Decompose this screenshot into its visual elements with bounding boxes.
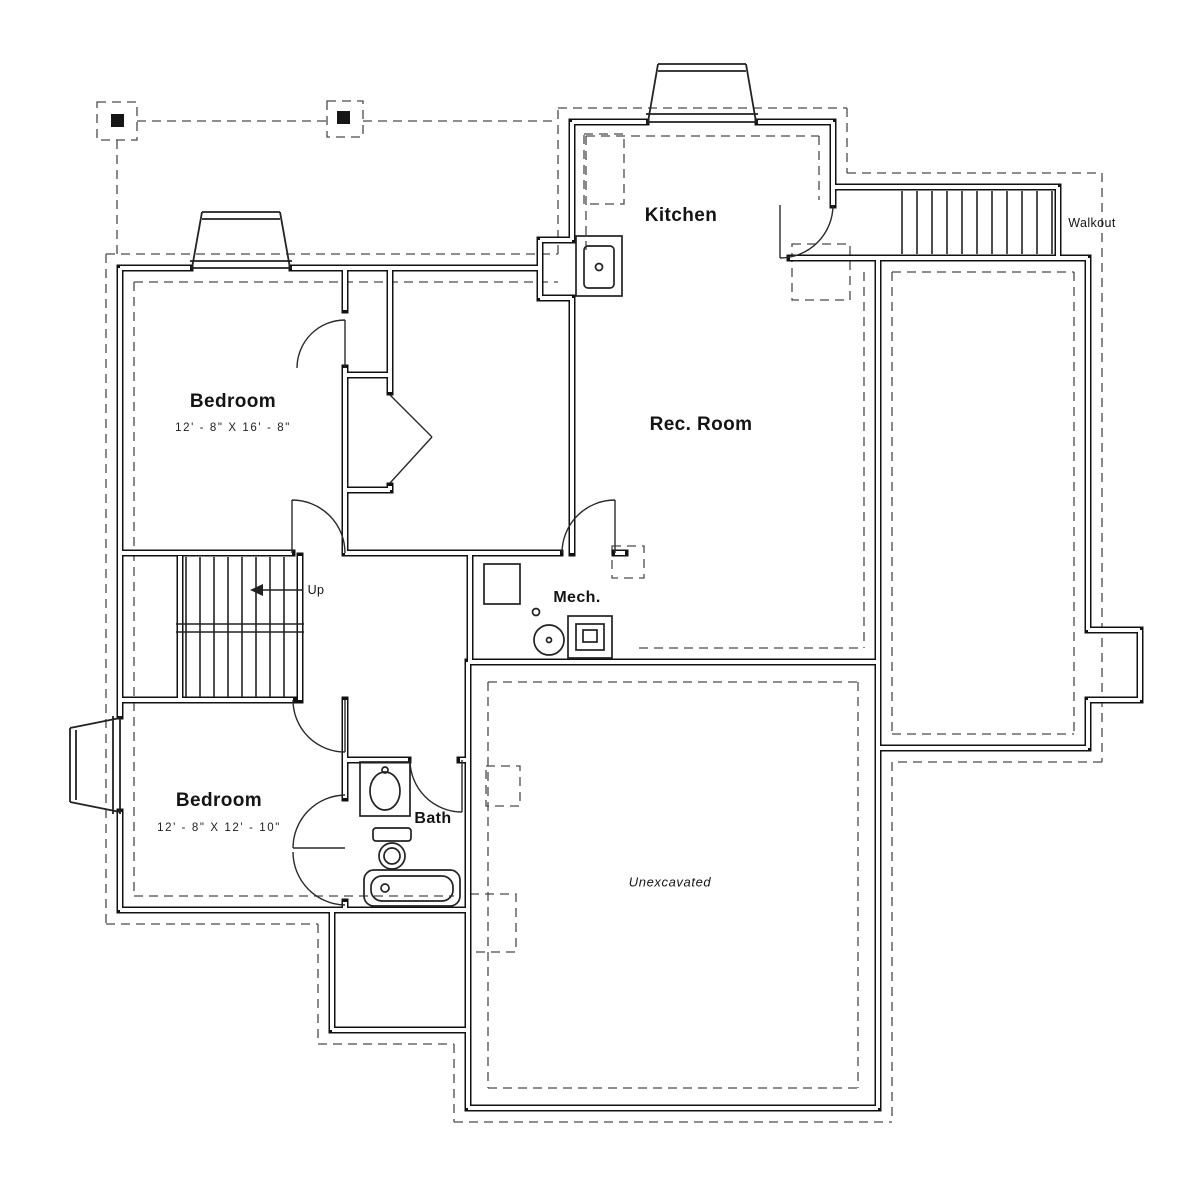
bedroom2-dimensions: 12' - 8" X 12' - 10" [157, 822, 281, 834]
deck-posts [111, 111, 350, 127]
bedroom1-dimensions: 12' - 8" X 16' - 8" [175, 422, 291, 434]
deck-post [111, 114, 124, 127]
stairs-up-label: Up [307, 583, 325, 597]
kitchen-walkout-door [779, 204, 834, 259]
bedroom1-entry-door [296, 319, 346, 369]
bedroom2-closet-door [292, 794, 346, 906]
bath-label: Bath [414, 810, 452, 827]
furnace [567, 615, 613, 659]
stair-treads [185, 557, 285, 697]
floor-drain [531, 607, 541, 617]
stair-treads [901, 191, 1053, 254]
footing-dashed-lines [96, 100, 1103, 1123]
unexcavated-label: Unexcavated [628, 874, 712, 890]
kitchen-sink [575, 235, 623, 297]
pier-pad [485, 765, 521, 807]
up-direction-arrow [250, 584, 302, 596]
bedroom2-entry-door [292, 699, 346, 753]
deck-post [337, 111, 350, 124]
mech-label: Mech. [553, 589, 601, 606]
pier-pad [469, 893, 517, 953]
stair-center-rail [176, 623, 304, 633]
rec-room-label: Rec. Room [649, 414, 753, 435]
main-stairs [176, 557, 304, 697]
bathroom-vanity-sink [359, 761, 411, 817]
walkout-stairs [901, 191, 1053, 254]
walkout-label: Walkout [1068, 216, 1116, 230]
water-softener [483, 563, 521, 605]
walls-core [118, 120, 1142, 1110]
kitchen-window-bay [646, 63, 758, 123]
closet-bifold-doors [389, 394, 433, 484]
deck-post-footing [96, 101, 138, 141]
window-bays [69, 63, 758, 814]
bedroom2-label: Bedroom [175, 790, 263, 811]
mech-door [561, 499, 616, 554]
bedroom2-window-bay [69, 716, 121, 814]
deck-post-footing [326, 100, 364, 138]
water-heater [533, 624, 565, 656]
bath-door [409, 759, 463, 813]
bathtub [363, 869, 461, 907]
kitchen-label: Kitchen [644, 205, 718, 226]
appliance-dashed-outline [583, 133, 625, 205]
walls-outline [120, 122, 1140, 1108]
door-arcs [291, 204, 834, 906]
bedroom1-window-bay [190, 211, 292, 269]
toilet [372, 827, 412, 870]
landing-dashed-outline [791, 243, 851, 301]
bedroom1-label: Bedroom [189, 391, 277, 412]
fixtures [359, 235, 623, 907]
pier-pad [611, 545, 645, 579]
bedroom1-hall-door [291, 499, 346, 554]
